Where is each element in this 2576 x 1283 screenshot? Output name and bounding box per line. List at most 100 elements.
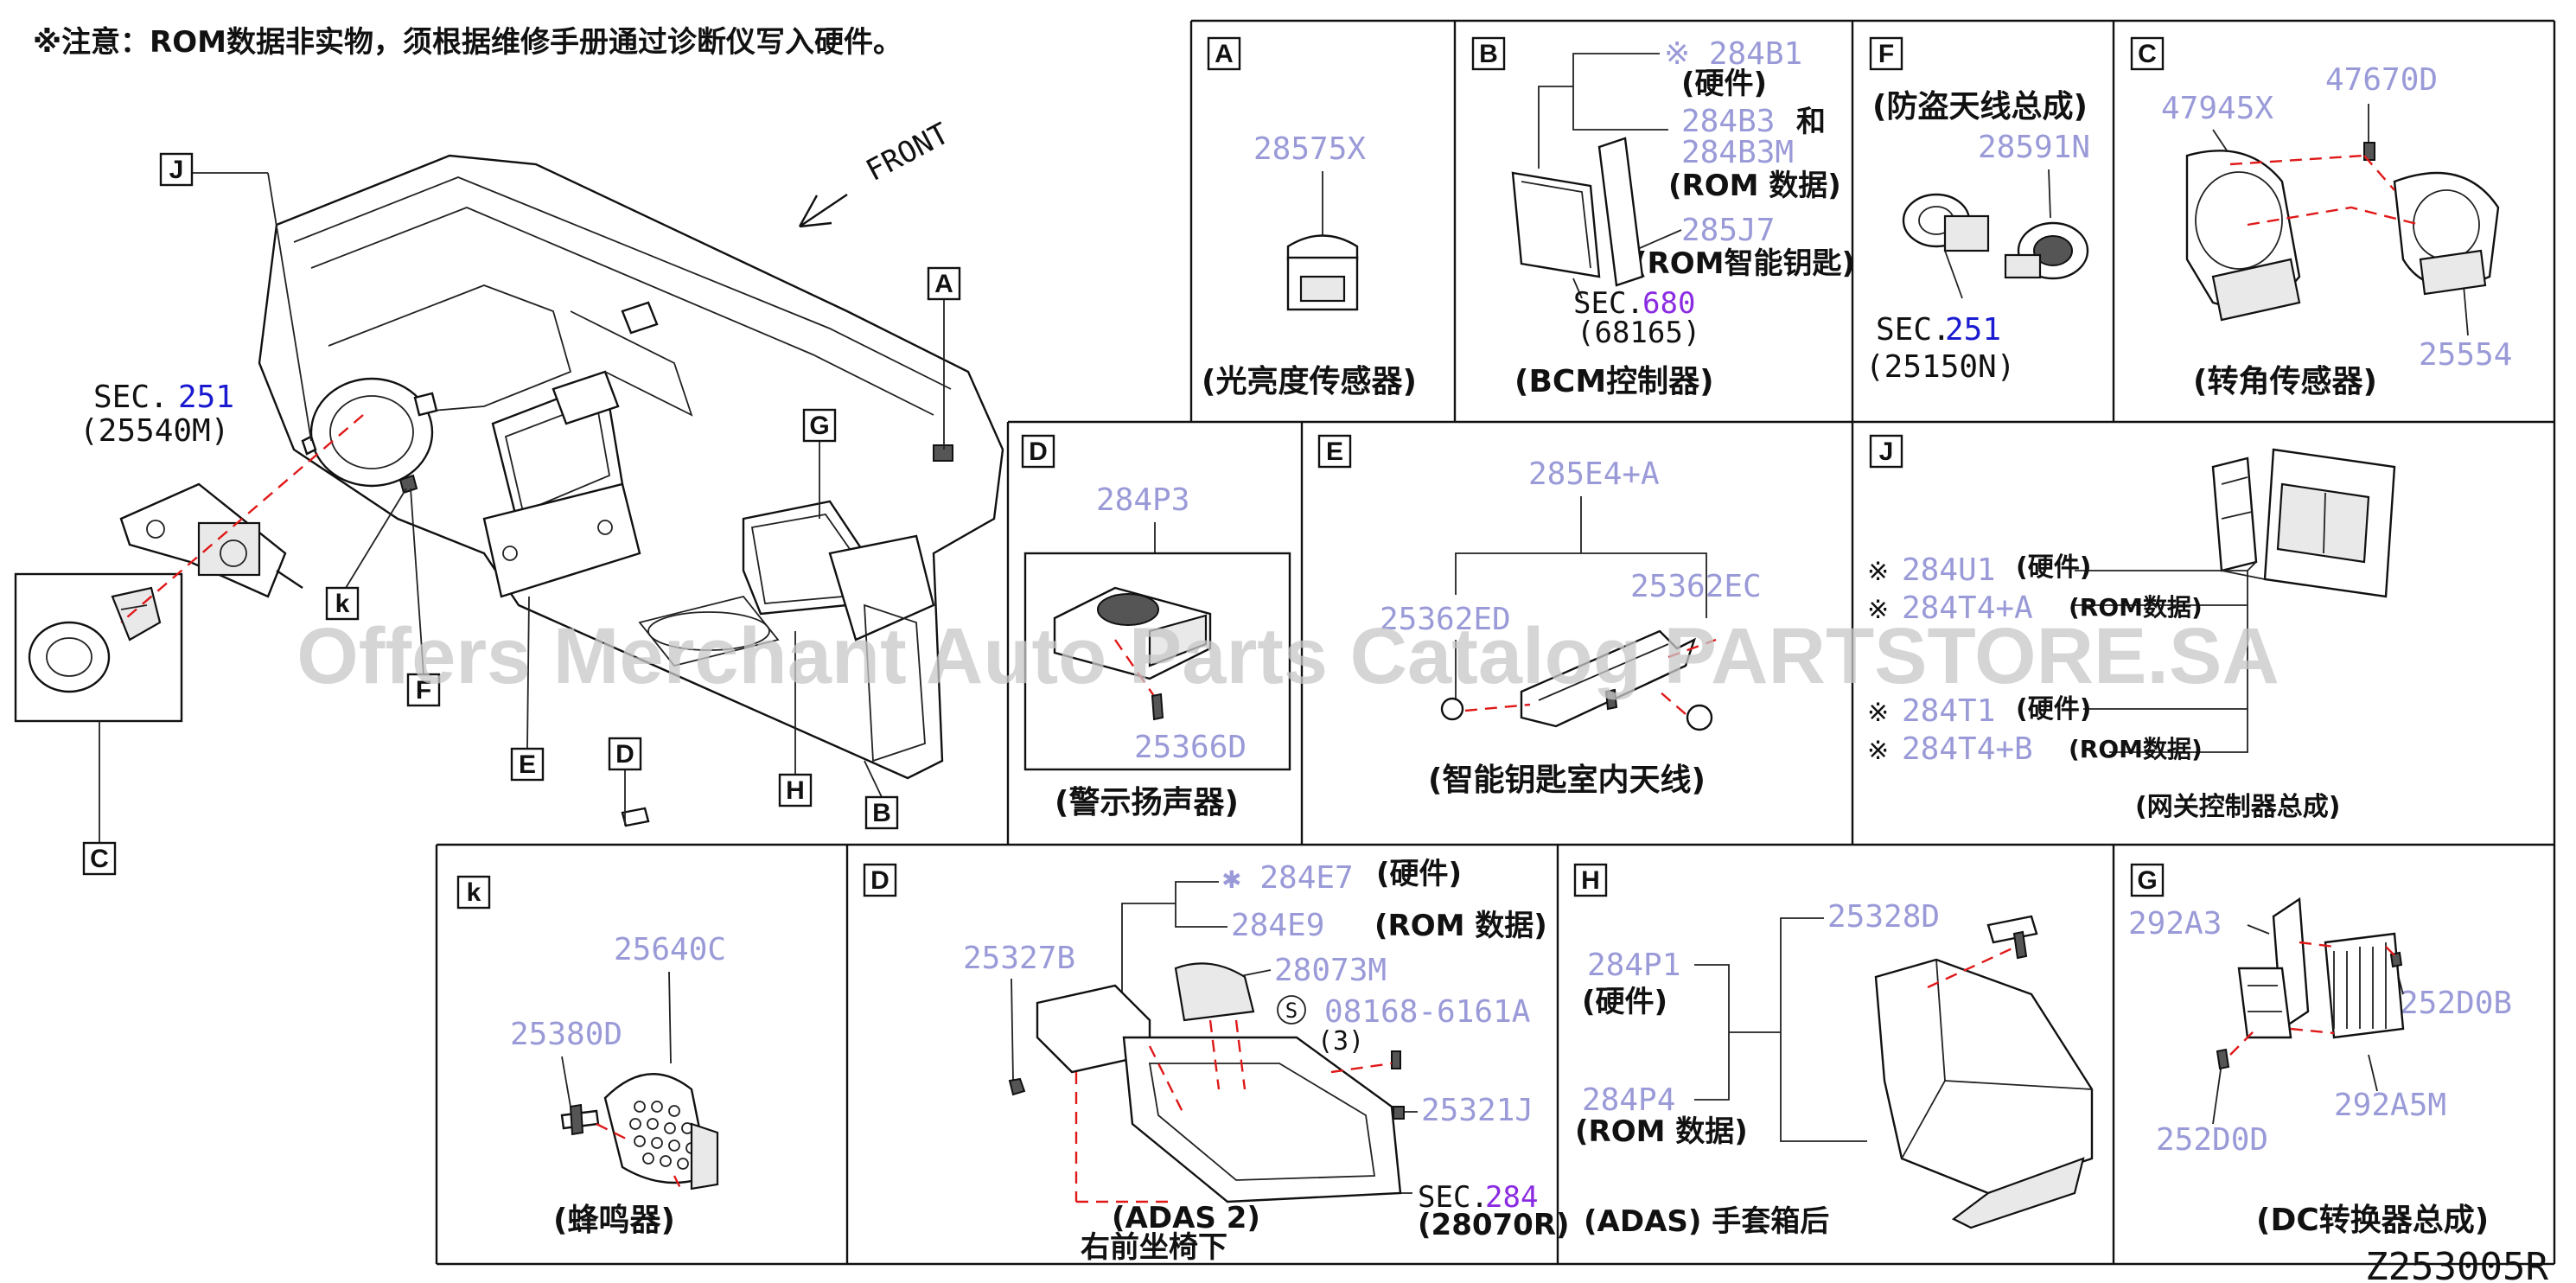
panel-b-part-3: 和	[1796, 105, 1826, 139]
panel-b-caption: (BCM控制器)	[1514, 364, 1714, 399]
panel-k: k 25640C 25380D (蜂鸣器)	[456, 875, 726, 1238]
panel-d2-part-6: 08168-6161A	[1324, 994, 1531, 1030]
svg-text:H: H	[786, 776, 805, 805]
callout-c[interactable]: C	[82, 841, 117, 876]
svg-text:G: G	[809, 412, 829, 440]
panel-j-letter: J	[1879, 437, 1894, 466]
panel-h-part-2: 284P4	[1582, 1082, 1675, 1118]
svg-text:J: J	[169, 156, 184, 184]
panel-d2-part-3: (ROM 数据)	[1374, 909, 1547, 943]
front-direction-indicator: FRONT	[798, 117, 955, 228]
panel-j-note-0: (硬件)	[2016, 552, 2091, 583]
panel-f-title: (防盗天线总成)	[1872, 89, 2088, 124]
callout-f[interactable]: F	[406, 673, 441, 707]
panel-d2-part-4: 25327B	[963, 941, 1075, 976]
callout-j[interactable]: J	[159, 152, 194, 187]
panel-g-part-3: 252D0D	[2156, 1122, 2268, 1158]
panel-j-mark-0: ※	[1867, 557, 1889, 587]
panel-e: E 285E4+A 25362ED 25362EC (智能钥匙室内天线)	[1317, 434, 1762, 798]
panel-a-letter: A	[1215, 40, 1234, 68]
panel-a-part: 28575X	[1253, 131, 1366, 167]
panel-h: H 284P1 (硬件) 284P4 (ROM 数据) 25328D (ADAS…	[1573, 863, 2094, 1239]
panel-b-part-5: (ROM 数据)	[1668, 169, 1841, 203]
panel-g: G 292A3 252D0B 292A5M 252D0D (DC转换器总成)	[2128, 863, 2512, 1238]
svg-text:A: A	[934, 270, 953, 298]
main-sec-link[interactable]: 251	[178, 380, 234, 415]
panel-b-part-1: (硬件)	[1681, 67, 1767, 101]
panel-d-adas: D ✱ 284E7 (硬件) 284E9 (ROM 数据) 25327B 280…	[863, 857, 1570, 1265]
panel-j: J ※ 284U1 (硬件) ※ 284T4+A (ROM数据) ※ 284T1…	[1867, 434, 2396, 822]
panel-c-caption: (转角传感器)	[2193, 364, 2377, 399]
panel-h-caption: (ADAS) 手套箱后	[1584, 1204, 1829, 1239]
panel-d2-part-8: 25321J	[1421, 1093, 1533, 1128]
svg-text:D: D	[615, 740, 634, 769]
panel-j-part-2: 284T1	[1902, 693, 1995, 729]
callout-g[interactable]: G	[802, 408, 837, 443]
panel-f-sec-prefix: SEC.	[1876, 312, 1951, 348]
panel-e-letter: E	[1326, 437, 1343, 466]
main-sec-sub: (25540M)	[80, 413, 229, 449]
panel-d-speaker: D 284P3 25366D (警示扬声器)	[1021, 434, 1291, 820]
panel-d2-part-7: (3)	[1317, 1026, 1364, 1056]
panel-d2-part-2: 284E9	[1231, 908, 1324, 943]
panel-b-part-6: 285J7	[1681, 213, 1775, 248]
panel-b-part-7: (ROM智能钥匙)	[1634, 246, 1855, 281]
callout-a[interactable]: A	[927, 266, 961, 301]
callout-k[interactable]: k	[325, 586, 360, 621]
callout-e[interactable]: E	[510, 747, 545, 782]
panel-e-caption: (智能钥匙室内天线)	[1428, 763, 1706, 798]
notice-text: ※注意：ROM数据非实物，须根据维修手册通过诊断仪写入硬件。	[33, 25, 902, 60]
panel-k-letter: k	[467, 878, 481, 907]
svg-text:F: F	[416, 676, 431, 705]
panel-d1-part-1: 25366D	[1134, 730, 1247, 765]
panel-d2-sec-link[interactable]: 284	[1485, 1180, 1538, 1215]
watermark: Offers Merchant Auto Parts Catalog PARTS…	[296, 612, 2280, 700]
panel-g-letter: G	[2137, 866, 2157, 895]
panel-b-letter: B	[1479, 40, 1498, 68]
svg-text:E: E	[519, 750, 536, 779]
panel-h-part-1: (硬件)	[1582, 985, 1667, 1019]
main-callouts	[99, 172, 945, 843]
panel-j-caption: (网关控制器总成)	[2135, 792, 2340, 822]
panel-c: C 47945X 47670D 25554 (转角传感器)	[2130, 36, 2512, 399]
panel-d1-letter: D	[1029, 437, 1048, 466]
panel-k-part-1: 25380D	[510, 1017, 622, 1052]
panel-h-letter: H	[1581, 866, 1600, 895]
panel-d1-part-0: 284P3	[1096, 482, 1189, 518]
panel-h-part-0: 284P1	[1587, 948, 1680, 983]
combination-switch-illustration	[14, 482, 303, 723]
panel-e-part-1: 25362ED	[1380, 602, 1511, 637]
panel-grid	[435, 19, 2556, 1266]
panel-d2-sec-sub: (28070R)	[1418, 1208, 1570, 1242]
panel-a: A 28575X (光亮度传感器)	[1202, 36, 1417, 399]
panel-h-part-3: (ROM 数据)	[1575, 1114, 1748, 1149]
panel-j-note-1: (ROM数据)	[2069, 593, 2203, 622]
panel-b-sec-prefix: SEC.	[1573, 286, 1644, 321]
panel-k-caption: (蜂鸣器)	[553, 1203, 675, 1238]
panel-d2-sec-prefix: SEC.	[1418, 1180, 1489, 1215]
front-label: FRONT	[860, 117, 954, 188]
panel-c-part-2: 25554	[2419, 337, 2512, 373]
panel-c-part-0: 47945X	[2161, 91, 2273, 126]
panel-d2-part-5: 28073M	[1274, 953, 1387, 988]
diagram-id: Z253005R	[2365, 1245, 2548, 1283]
leader-c	[120, 414, 364, 623]
panel-d2-caption2: 右前坐椅下	[1081, 1230, 1227, 1265]
panel-d2-part-1: (硬件)	[1376, 857, 1462, 891]
callout-h[interactable]: H	[778, 773, 813, 807]
panel-f-sec-link[interactable]: 251	[1945, 312, 2001, 348]
panel-j-part-3: 284T4+B	[1902, 731, 2033, 767]
panel-b-sec-sub: (68165)	[1577, 316, 1700, 350]
panel-j-part-0: 284U1	[1902, 552, 1995, 588]
callout-b[interactable]: B	[864, 795, 899, 830]
callout-d[interactable]: D	[608, 737, 642, 771]
panel-f-part: 28591N	[1978, 130, 2090, 165]
main-sec-reference: SEC. 251 (25540M)	[80, 380, 234, 449]
panel-f-letter: F	[1878, 40, 1894, 68]
panel-b-sec-link[interactable]: 680	[1642, 286, 1695, 321]
panel-k-part-0: 25640C	[614, 932, 726, 967]
panel-g-part-0: 292A3	[2128, 906, 2222, 942]
panel-j-note-3: (ROM数据)	[2069, 735, 2203, 763]
panel-d2-letter: D	[870, 866, 889, 895]
svg-text:C: C	[90, 845, 109, 873]
